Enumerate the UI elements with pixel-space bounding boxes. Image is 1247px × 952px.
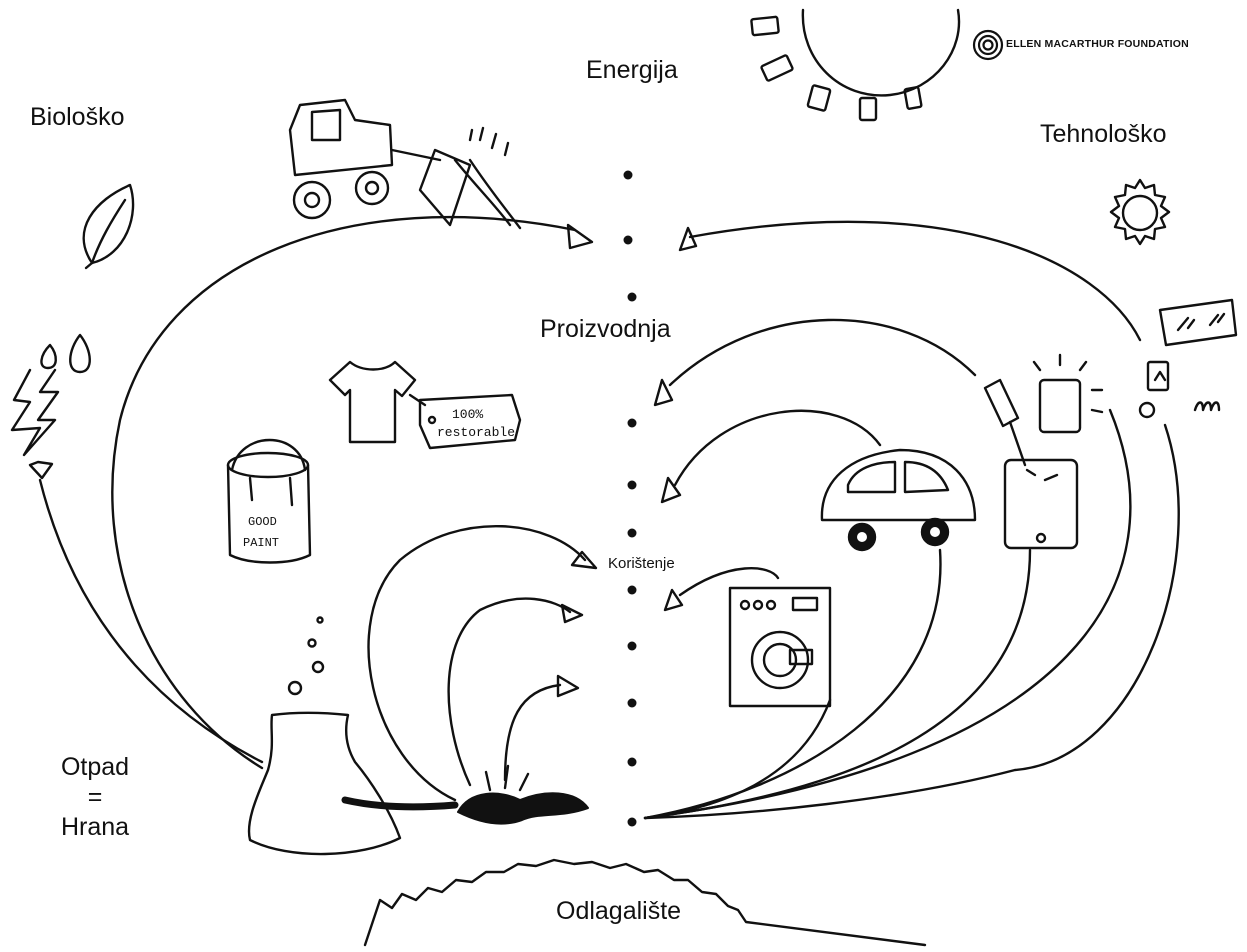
tag-text-line1: 100% — [452, 407, 483, 422]
concentric-circles-icon — [972, 29, 1004, 61]
spatula-icon — [983, 378, 1027, 467]
paint-can-icon — [226, 438, 312, 564]
biological-inner-arrows — [367, 524, 598, 802]
flask-icon — [247, 616, 402, 856]
paint-text-line2: PAINT — [243, 536, 279, 550]
paint-text-line1: GOOD — [248, 515, 277, 529]
screen-panel-icon — [1138, 298, 1238, 419]
technological-loop — [643, 220, 1180, 820]
flask-to-soil-band — [341, 796, 459, 811]
water-drops-icon — [40, 333, 91, 374]
technological-inner-arrows — [643, 318, 1132, 820]
usage-label: Korištenje — [604, 553, 679, 574]
center-dotted-divider — [623, 170, 637, 827]
tractor-icon — [288, 98, 522, 230]
car-icon — [820, 448, 977, 552]
production-label: Proizvodnja — [536, 315, 675, 344]
sun-icon — [750, 8, 961, 122]
tag-text-line2: restorable — [437, 425, 515, 440]
technological-label: Tehnološko — [1040, 120, 1167, 148]
waste-word: Otpad — [60, 753, 130, 781]
energy-label: Energija — [586, 56, 678, 84]
tshirt-icon — [328, 360, 522, 450]
equals-sign: = — [87, 783, 103, 811]
biological-loop — [28, 215, 594, 770]
soil-icon — [457, 764, 589, 825]
food-word: Hrana — [60, 813, 130, 841]
leaf-icon — [82, 183, 135, 270]
gear-icon — [1109, 178, 1171, 246]
biological-label: Biološko — [30, 103, 125, 131]
brand-name: ELLEN MACARTHUR FOUNDATION — [1006, 38, 1189, 50]
lightning-icon — [10, 368, 60, 457]
tablet-icon — [1003, 353, 1104, 550]
landfill-label: Odlagalište — [556, 897, 682, 925]
waste-equals-food-label: Otpad = Hrana — [40, 752, 150, 842]
landfill-mound — [363, 858, 927, 947]
washing-machine-icon — [728, 586, 832, 708]
